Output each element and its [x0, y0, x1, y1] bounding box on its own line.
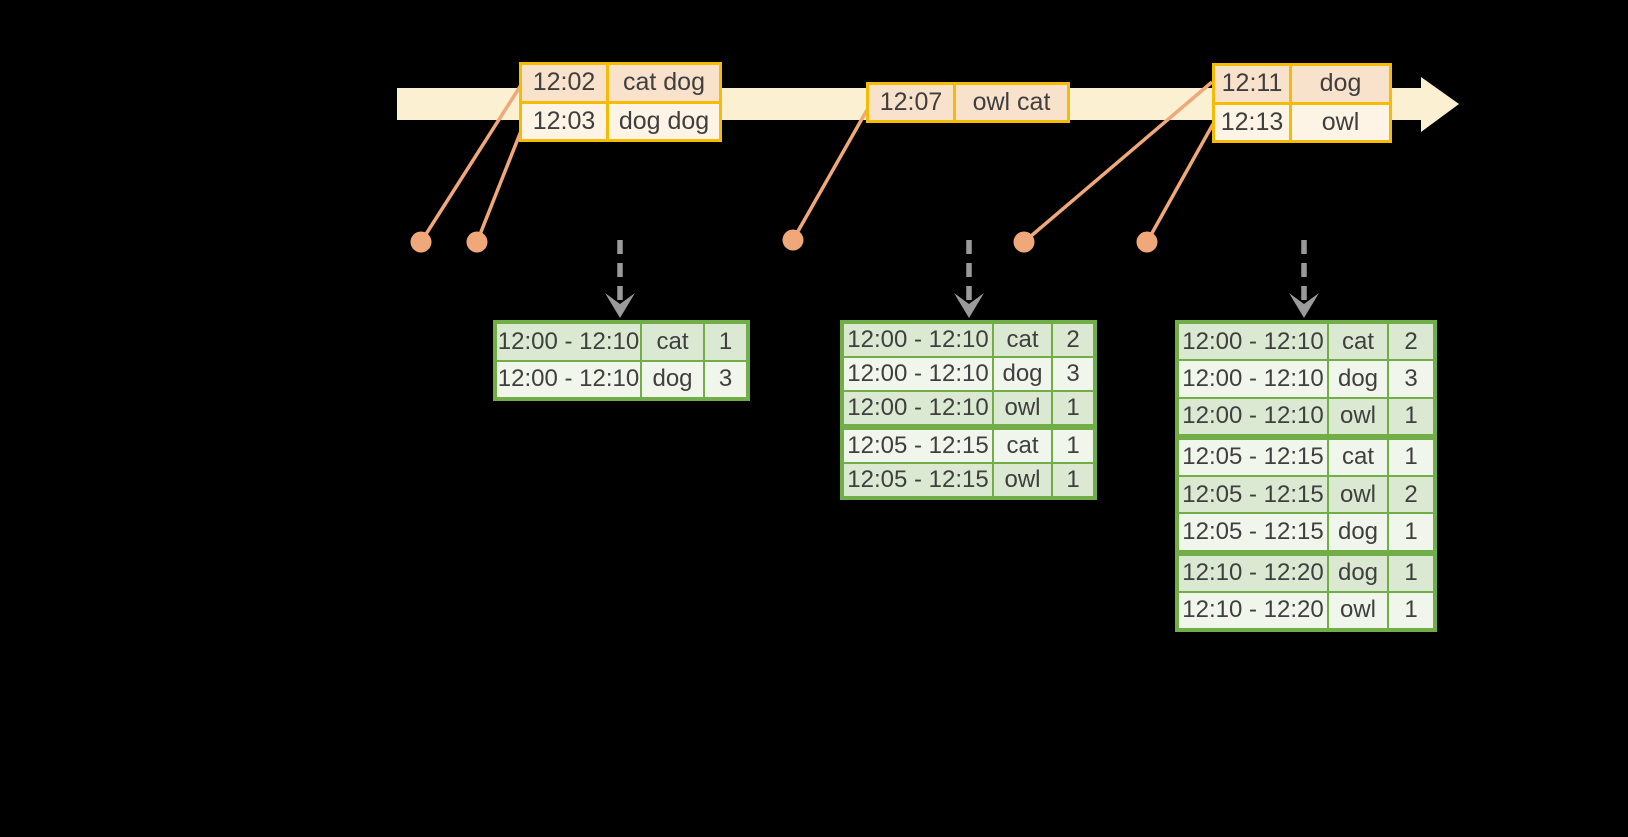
window-cell: 12:05 - 12:15 — [1179, 439, 1327, 475]
window-cell: 12:00 - 12:10 — [1179, 361, 1327, 397]
result-table-3: 12:00 - 12:10 cat 2 12:00 - 12:10 dog 3 … — [1175, 320, 1437, 632]
event-row: 12:11 dog — [1215, 66, 1389, 102]
word-cell: dog — [994, 358, 1051, 390]
event-dot — [410, 231, 432, 253]
result-row: 12:00 - 12:10 dog 3 — [497, 361, 746, 397]
event-time-cell: 12:02 — [522, 65, 606, 101]
event-words-cell: cat dog — [609, 65, 719, 101]
result-row: 12:05 - 12:15 cat 1 — [844, 430, 1093, 462]
count-cell: 1 — [1389, 514, 1433, 550]
connector-line — [791, 109, 869, 241]
result-row: 12:00 - 12:10 cat 1 — [497, 324, 746, 360]
connector-line — [475, 125, 525, 243]
window-cell: 12:10 - 12:20 — [1179, 555, 1327, 591]
word-cell: cat — [994, 324, 1051, 356]
event-dots — [410, 229, 1158, 253]
down-arrowhead-icon — [605, 293, 635, 318]
event-words-cell: owl cat — [956, 85, 1067, 120]
window-cell: 12:00 - 12:10 — [497, 324, 640, 360]
result-row: 12:05 - 12:15 owl 2 — [1179, 477, 1433, 513]
count-cell: 1 — [1053, 392, 1093, 424]
event-row: 12:07 owl cat — [869, 85, 1067, 120]
event-row: 12:02 cat dog — [522, 65, 719, 101]
window-cell: 12:05 - 12:15 — [844, 430, 992, 462]
result-row: 12:00 - 12:10 owl 1 — [1179, 398, 1433, 434]
event-time-cell: 12:13 — [1215, 104, 1289, 140]
count-cell: 2 — [1053, 324, 1093, 356]
result-row: 12:00 - 12:10 cat 2 — [1179, 324, 1433, 360]
window-cell: 12:05 - 12:15 — [1179, 514, 1327, 550]
result-table-1: 12:00 - 12:10 cat 1 12:00 - 12:10 dog 3 — [493, 320, 750, 401]
word-cell: owl — [994, 464, 1051, 496]
event-connector-lines — [419, 80, 1215, 244]
connector-line — [1022, 80, 1214, 244]
trigger-arrows — [605, 240, 1319, 318]
event-dot — [782, 229, 804, 251]
count-cell: 3 — [1389, 361, 1433, 397]
event-table-1202: 12:02 cat dog 12:03 dog dog — [519, 62, 722, 142]
result-row: 12:05 - 12:15 dog 1 — [1179, 514, 1433, 550]
word-cell: dog — [1329, 361, 1387, 397]
event-time-cell: 12:11 — [1215, 66, 1289, 102]
result-row: 12:00 - 12:10 dog 3 — [1179, 361, 1433, 397]
event-table-1207: 12:07 owl cat — [866, 82, 1070, 123]
word-cell: dog — [1329, 514, 1387, 550]
down-arrowhead-icon — [954, 293, 984, 318]
connector-line — [1145, 123, 1215, 243]
result-row: 12:10 - 12:20 dog 1 — [1179, 555, 1433, 591]
count-cell: 1 — [1389, 398, 1433, 434]
event-dot — [1136, 231, 1158, 253]
result-table-2: 12:00 - 12:10 cat 2 12:00 - 12:10 dog 3 … — [840, 320, 1097, 500]
result-row: 12:05 - 12:15 cat 1 — [1179, 439, 1433, 475]
count-cell: 3 — [705, 361, 746, 397]
count-cell: 2 — [1389, 324, 1433, 360]
event-row: 12:03 dog dog — [522, 103, 719, 139]
event-table-1211: 12:11 dog 12:13 owl — [1212, 63, 1392, 143]
count-cell: 1 — [1053, 430, 1093, 462]
window-cell: 12:05 - 12:15 — [844, 464, 992, 496]
event-words-cell: dog dog — [609, 103, 719, 139]
count-cell: 3 — [1053, 358, 1093, 390]
down-arrowhead-icon — [1289, 293, 1319, 318]
window-cell: 12:05 - 12:15 — [1179, 477, 1327, 513]
window-cell: 12:00 - 12:10 — [1179, 324, 1327, 360]
result-row: 12:05 - 12:15 owl 1 — [844, 464, 1093, 496]
event-words-cell: owl — [1292, 104, 1389, 140]
timeline-arrowhead-icon — [1421, 77, 1459, 132]
word-cell: dog — [1329, 555, 1387, 591]
word-cell: cat — [642, 324, 703, 360]
result-row: 12:00 - 12:10 dog 3 — [844, 358, 1093, 390]
word-cell: owl — [994, 392, 1051, 424]
word-cell: cat — [1329, 324, 1387, 360]
count-cell: 2 — [1389, 477, 1433, 513]
word-cell: owl — [1329, 477, 1387, 513]
word-cell: dog — [642, 361, 703, 397]
window-cell: 12:00 - 12:10 — [1179, 398, 1327, 434]
window-cell: 12:00 - 12:10 — [844, 324, 992, 356]
event-dot — [466, 231, 488, 253]
window-cell: 12:00 - 12:10 — [497, 361, 640, 397]
window-cell: 12:00 - 12:10 — [844, 358, 992, 390]
count-cell: 1 — [1053, 464, 1093, 496]
word-cell: owl — [1329, 592, 1387, 628]
result-row: 12:00 - 12:10 cat 2 — [844, 324, 1093, 356]
result-row: 12:00 - 12:10 owl 1 — [844, 392, 1093, 424]
window-cell: 12:00 - 12:10 — [844, 392, 992, 424]
event-time-cell: 12:03 — [522, 103, 606, 139]
event-row: 12:13 owl — [1215, 104, 1389, 140]
count-cell: 1 — [705, 324, 746, 360]
count-cell: 1 — [1389, 439, 1433, 475]
event-dot — [1013, 231, 1035, 253]
word-cell: owl — [1329, 398, 1387, 434]
count-cell: 1 — [1389, 592, 1433, 628]
event-time-cell: 12:07 — [869, 85, 953, 120]
word-cell: cat — [1329, 439, 1387, 475]
word-cell: cat — [994, 430, 1051, 462]
result-row: 12:10 - 12:20 owl 1 — [1179, 592, 1433, 628]
window-cell: 12:10 - 12:20 — [1179, 592, 1327, 628]
event-words-cell: dog — [1292, 66, 1389, 102]
connector-line — [419, 84, 523, 243]
count-cell: 1 — [1389, 555, 1433, 591]
